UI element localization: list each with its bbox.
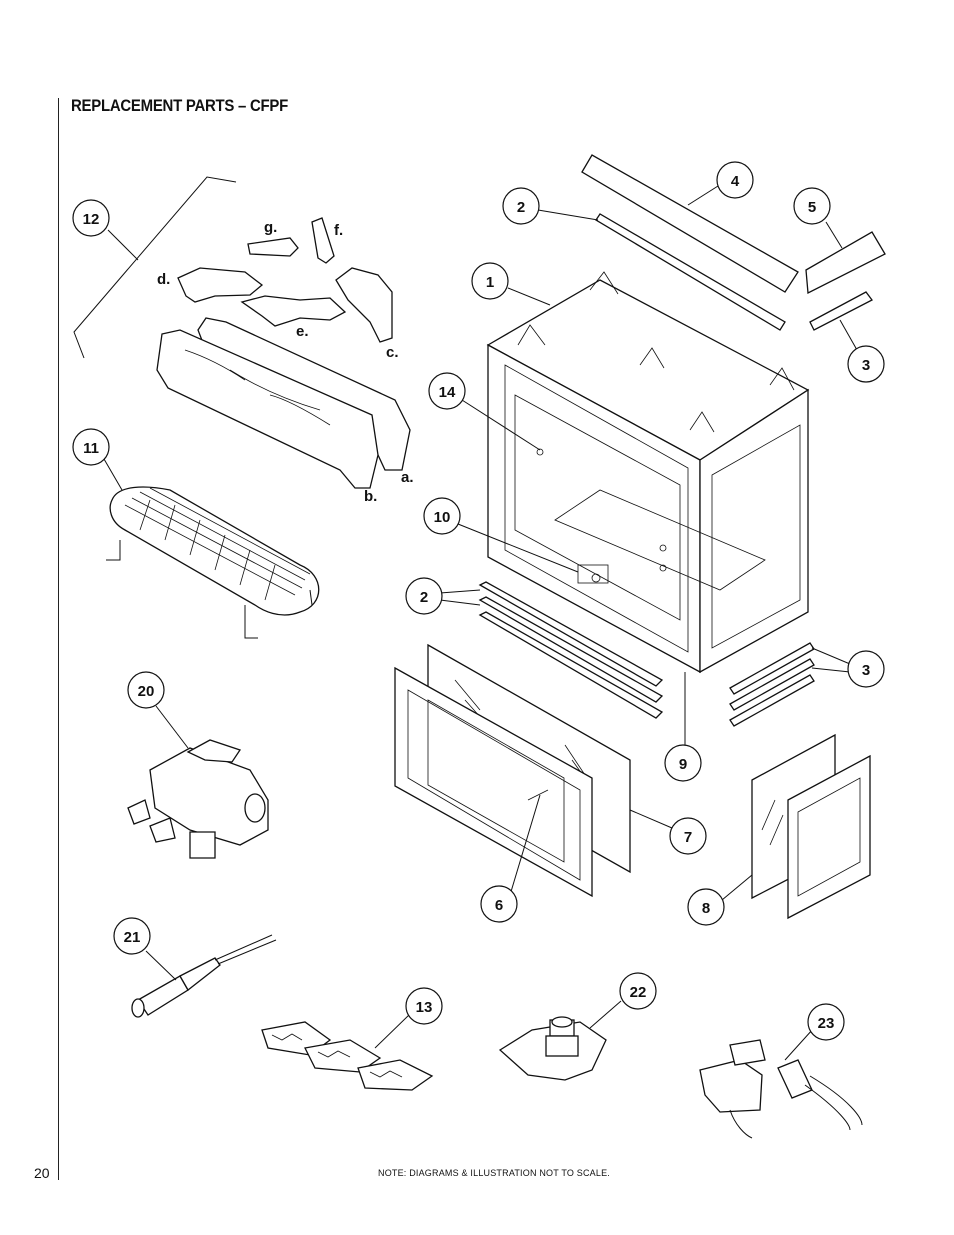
channel-strips	[478, 581, 815, 727]
svg-text:14: 14	[439, 384, 456, 401]
trim-pieces-top	[581, 154, 886, 331]
svg-text:1: 1	[486, 274, 494, 291]
pilot-assembly-illustration	[699, 1039, 863, 1139]
front-glass-assembly	[394, 643, 631, 898]
embers-illustration	[261, 1021, 434, 1091]
callout-6: 6	[480, 885, 518, 923]
log-label-f: f.	[334, 222, 343, 239]
log-label-a: a.	[401, 469, 414, 486]
callout-9: 9	[664, 744, 702, 782]
svg-text:21: 21	[124, 929, 141, 946]
thermocouple-illustration	[131, 934, 277, 1018]
svg-text:9: 9	[679, 756, 687, 773]
log-set-illustration	[73, 176, 411, 489]
callout-23: 23	[807, 1003, 845, 1041]
page-title: REPLACEMENT PARTS – CFPF	[71, 96, 288, 115]
svg-text:23: 23	[818, 1015, 835, 1032]
callout-14: 14	[428, 372, 466, 410]
callout-13: 13	[405, 987, 443, 1025]
callout-1: 1	[471, 262, 509, 300]
svg-text:4: 4	[731, 173, 740, 190]
callout-2-top: 2	[502, 187, 540, 225]
svg-text:12: 12	[83, 211, 100, 228]
side-glass-assembly	[751, 733, 871, 920]
svg-text:20: 20	[138, 683, 155, 700]
grate-illustration	[106, 486, 320, 639]
callout-4: 4	[716, 161, 754, 199]
callout-2-lower: 2	[405, 577, 443, 615]
svg-text:2: 2	[517, 199, 525, 216]
callout-12: 12	[72, 199, 110, 237]
log-label-e: e.	[296, 323, 309, 340]
log-label-g: g.	[264, 219, 277, 236]
svg-text:8: 8	[702, 900, 710, 917]
log-label-c: c.	[386, 344, 399, 361]
callout-22: 22	[619, 972, 657, 1010]
callout-20: 20	[127, 671, 165, 709]
callout-10: 10	[423, 497, 461, 535]
log-label-d: d.	[157, 271, 170, 288]
svg-text:13: 13	[416, 999, 433, 1016]
callout-3-top: 3	[847, 345, 885, 383]
leader-lines	[103, 185, 858, 1061]
callout-5: 5	[793, 187, 831, 225]
svg-text:6: 6	[495, 897, 503, 914]
svg-text:11: 11	[83, 440, 99, 457]
callout-21: 21	[113, 917, 151, 955]
svg-text:3: 3	[862, 357, 870, 374]
svg-text:22: 22	[630, 984, 647, 1001]
svg-text:10: 10	[434, 509, 451, 526]
log-label-b: b.	[364, 488, 377, 505]
left-margin-rule	[58, 98, 59, 1180]
orifice-illustration	[498, 1016, 607, 1081]
gas-valve-illustration	[127, 739, 269, 859]
callout-7: 7	[669, 817, 707, 855]
page-number: 20	[34, 1165, 50, 1181]
fireplace-firebox-illustration	[486, 271, 810, 674]
callout-3-lower: 3	[847, 650, 885, 688]
svg-text:3: 3	[862, 662, 870, 679]
svg-text:2: 2	[420, 589, 428, 606]
svg-text:5: 5	[808, 199, 816, 216]
scale-note: NOTE: DIAGRAMS & ILLUSTRATION NOT TO SCA…	[378, 1168, 610, 1178]
callout-11: 11	[72, 428, 110, 466]
callout-8: 8	[687, 888, 725, 926]
svg-text:7: 7	[684, 829, 692, 846]
